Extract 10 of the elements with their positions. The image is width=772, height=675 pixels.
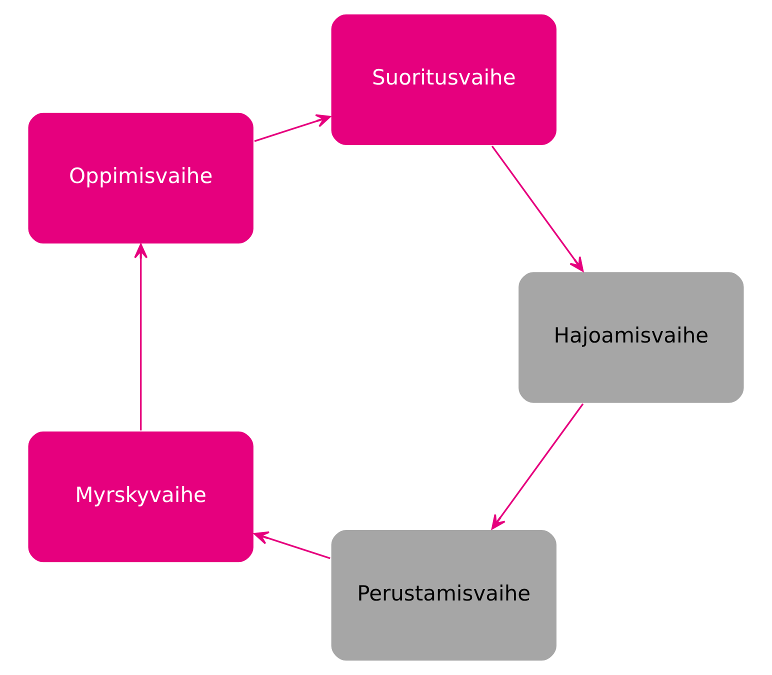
node-box: Myrskyvaihe bbox=[26, 430, 256, 564]
node-box: Suoritusvaihe bbox=[329, 12, 558, 148]
node-box: Hajoamisvaihe bbox=[516, 270, 746, 405]
arrow bbox=[254, 531, 330, 560]
arrow bbox=[491, 146, 584, 272]
node-box: Perustamisvaihe bbox=[329, 528, 558, 663]
arrow bbox=[491, 403, 584, 530]
node-box: Oppimisvaihe bbox=[26, 110, 256, 246]
arrow bbox=[254, 114, 331, 142]
arrow bbox=[134, 244, 148, 430]
